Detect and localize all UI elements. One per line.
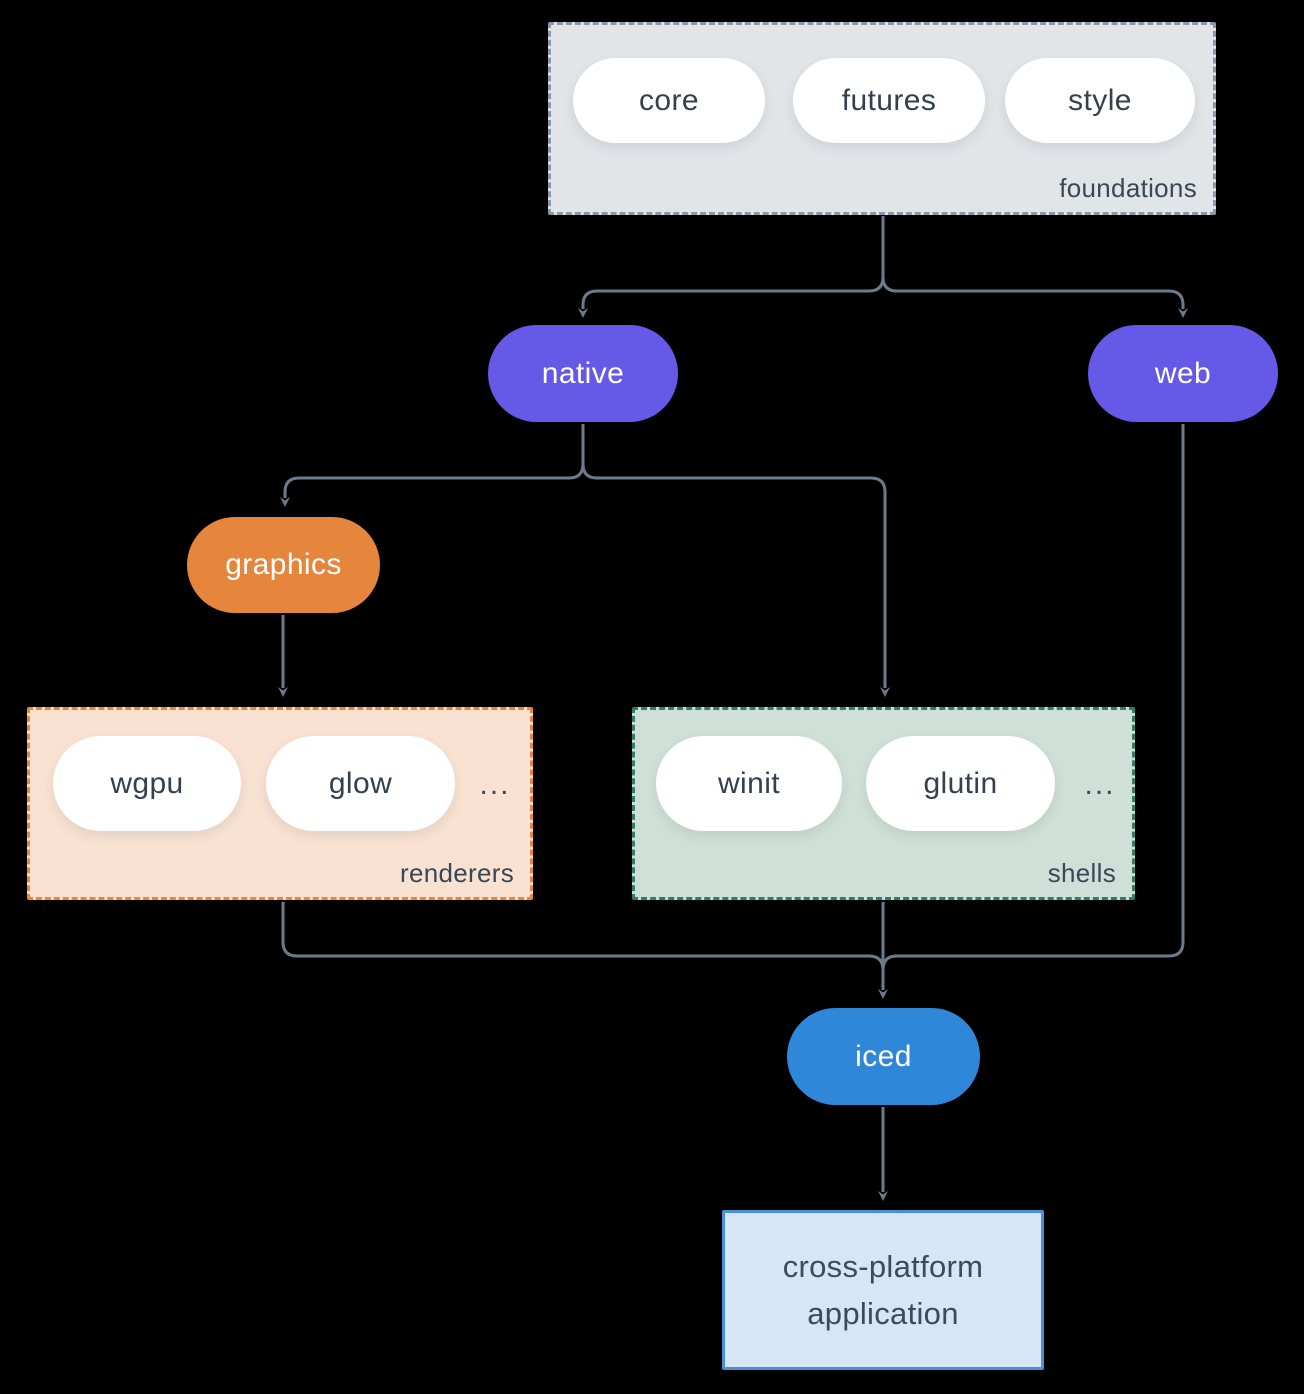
renderers-group-label: renderers xyxy=(400,858,514,888)
connector-foundations-web xyxy=(881,216,1188,318)
node-glutin-pill: glutin xyxy=(866,736,1055,831)
node-native-pill: native xyxy=(488,325,678,422)
shells-ellipsis: ... xyxy=(1084,768,1116,801)
node-graphics-pill: graphics xyxy=(187,517,380,613)
app-box-line1: cross-platform xyxy=(782,1249,984,1284)
renderers-group-box: wgpu glow ... renderers xyxy=(27,707,533,900)
connector-foundations-native xyxy=(578,216,885,318)
node-iced-pill: iced xyxy=(787,1008,980,1105)
shells-group-label: shells xyxy=(1047,858,1116,888)
node-core-pill: core xyxy=(573,58,765,143)
connector-renderers-iced xyxy=(281,902,885,974)
node-futures-pill: futures xyxy=(793,58,985,143)
foundations-group-box: core futures style foundations xyxy=(548,22,1216,215)
connector-native-shells xyxy=(581,424,890,697)
app-box-line2: application xyxy=(807,1296,959,1331)
renderers-ellipsis: ... xyxy=(479,768,511,801)
foundations-group-label: foundations xyxy=(1059,173,1197,203)
connector-native-graphics xyxy=(280,424,585,507)
node-web-pill: web xyxy=(1088,325,1278,422)
node-wgpu-pill: wgpu xyxy=(53,736,241,831)
node-winit-pill: winit xyxy=(656,736,842,831)
shells-group-box: winit glutin ... shells xyxy=(632,707,1135,900)
node-style-pill: style xyxy=(1005,58,1195,143)
cross-platform-application-box: cross-platform application xyxy=(722,1210,1044,1370)
node-glow-pill: glow xyxy=(266,736,455,831)
